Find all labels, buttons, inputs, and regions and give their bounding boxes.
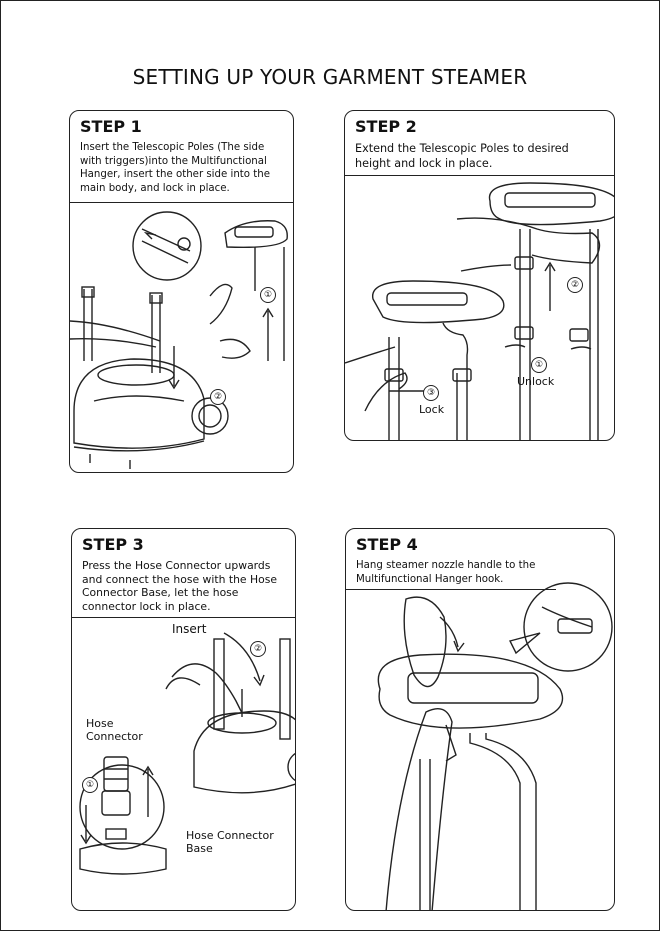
page-title: SETTING UP YOUR GARMENT STEAMER <box>132 65 528 89</box>
step-3-hose-connector-base-label: Hose Connector Base <box>186 829 274 855</box>
step-1-divider <box>70 202 293 203</box>
step-2-divider <box>345 175 614 176</box>
step-2-marker-unlock: ① <box>531 357 547 373</box>
step-4-illustration <box>377 582 613 910</box>
step-2-unlock-label: Unlock <box>517 375 555 388</box>
step-2-marker-extend: ② <box>567 277 583 293</box>
step-1-illustration <box>70 211 288 469</box>
step-3-illustration <box>79 632 295 875</box>
step-4-panel: STEP 4 Hang steamer nozzle handle to the… <box>345 528 615 911</box>
step-3-instructions: Press the Hose Connector upwards and con… <box>82 559 277 613</box>
step-3-marker-2: ② <box>250 641 266 657</box>
step-3-panel: STEP 3 Press the Hose Connector upwards … <box>71 528 296 911</box>
step-4-divider <box>346 589 556 590</box>
step-2-instructions: Extend the Telescopic Poles to desired h… <box>355 142 569 170</box>
step-2-marker-lock: ③ <box>423 385 439 401</box>
step-3-insert-label: Insert <box>172 622 207 636</box>
step-1-marker-2: ② <box>210 389 226 405</box>
step-2-panel: STEP 2 Extend the Telescopic Poles to de… <box>344 110 615 441</box>
step-3-marker-1: ① <box>82 777 98 793</box>
step-2-illustration <box>345 182 614 440</box>
step-3-hose-connector-label: Hose Connector <box>86 717 143 743</box>
step-2-title: STEP 2 <box>355 117 417 136</box>
step-1-instructions: Insert the Telescopic Poles (The side wi… <box>80 142 270 194</box>
step-1-marker-1: ① <box>260 287 276 303</box>
step-4-instructions: Hang steamer nozzle handle to the Multif… <box>356 560 536 585</box>
step-3-divider <box>72 617 295 618</box>
step-3-title: STEP 3 <box>82 535 144 554</box>
step-4-title: STEP 4 <box>356 535 418 554</box>
step-1-title: STEP 1 <box>80 117 142 136</box>
step-2-lock-label: Lock <box>419 403 445 416</box>
step-1-panel: STEP 1 Insert the Telescopic Poles (The … <box>69 110 294 473</box>
